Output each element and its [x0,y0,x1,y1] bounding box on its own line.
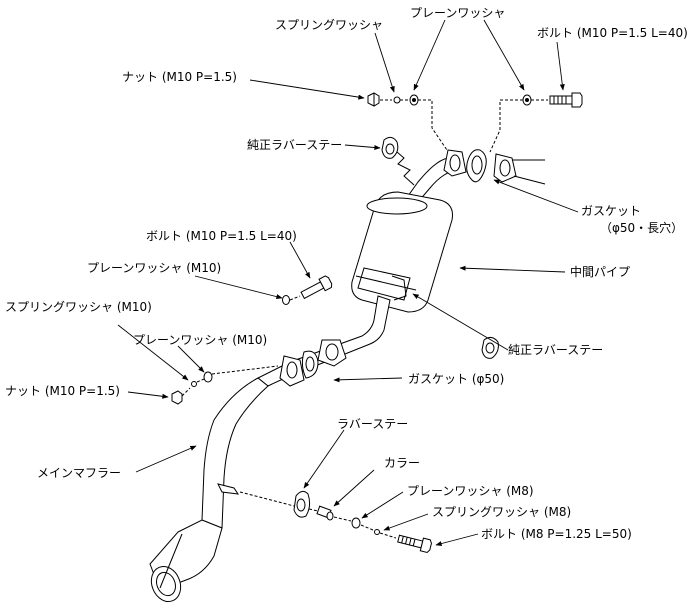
plain-washer-m8-part [351,517,361,529]
top-right-plain-washer-part [522,94,532,106]
label-mid-nut: ナット (M10 P=1.5) [5,384,120,398]
label-gasket-oval-sub: （φ50・長穴） [600,221,684,235]
label-top-bolt: ボルト (M10 P=1.5 L=40) [537,26,688,40]
top-spring-washer-part [393,96,401,104]
label-mid-spring-washer-m10: スプリングワッシャ (M10) [5,300,152,314]
label-collar: カラー [384,456,421,470]
collar-part [316,505,334,521]
label-top-nut: ナット (M10 P=1.5) [122,70,237,84]
top-hardware [367,92,583,153]
top-plain-washer-part [409,94,419,106]
lower-hardware [239,490,432,554]
label-mid-bolt: ボルト (M10 P=1.5 L=40) [146,229,297,243]
label-mid-rubber-stay: 純正ラバーステー [508,343,604,357]
top-rubber-stay-part [381,136,415,186]
mid-hardware [171,275,333,405]
label-top-plain-washer: プレーンワッシャ [410,6,506,20]
bolt-m8-part [397,534,432,554]
spring-washer-m8-part [374,529,380,535]
mid-rubber-stay-part [481,336,499,359]
mid-bolt-part [300,275,333,300]
label-plain-washer-m8: プレーンワッシャ (M8) [407,484,534,498]
top-bolt-part [549,92,583,108]
label-spring-washer-m8: スプリングワッシャ (M8) [432,505,572,519]
leader-lines [117,19,579,547]
label-mid-pipe: 中間パイプ [570,265,631,279]
mid-plain-washer-part [282,295,290,305]
label-mid-plain-washer-m10: プレーンワッシャ (M10) [87,261,222,275]
top-nut-part [367,92,380,107]
label-gasket-50: ガスケット (φ50) [408,372,505,386]
label-top-spring-washer: スプリングワッシャ [275,18,384,32]
mid-pipe-assembly [407,149,546,203]
lower-pipe-part [257,295,391,387]
label-gasket-oval: ガスケット [581,204,642,218]
label-main-muffler: メインマフラー [37,466,122,480]
label-bolt-m8: ボルト (M8 P=1.25 L=50) [481,527,632,541]
label-top-rubber-stay: 純正ラバーステー [247,138,343,152]
label-rubber-stay: ラバーステー [337,417,409,431]
resonator-part [351,191,453,313]
mid-nut-part [171,390,183,405]
main-muffler-part [149,377,269,602]
rubber-stay-part [293,490,311,518]
mid-plain-washer-b-part [203,371,213,383]
mid-spring-washer-part [191,381,197,387]
label-mid-plain-washer-m10-b: プレーンワッシャ (M10) [133,333,268,347]
